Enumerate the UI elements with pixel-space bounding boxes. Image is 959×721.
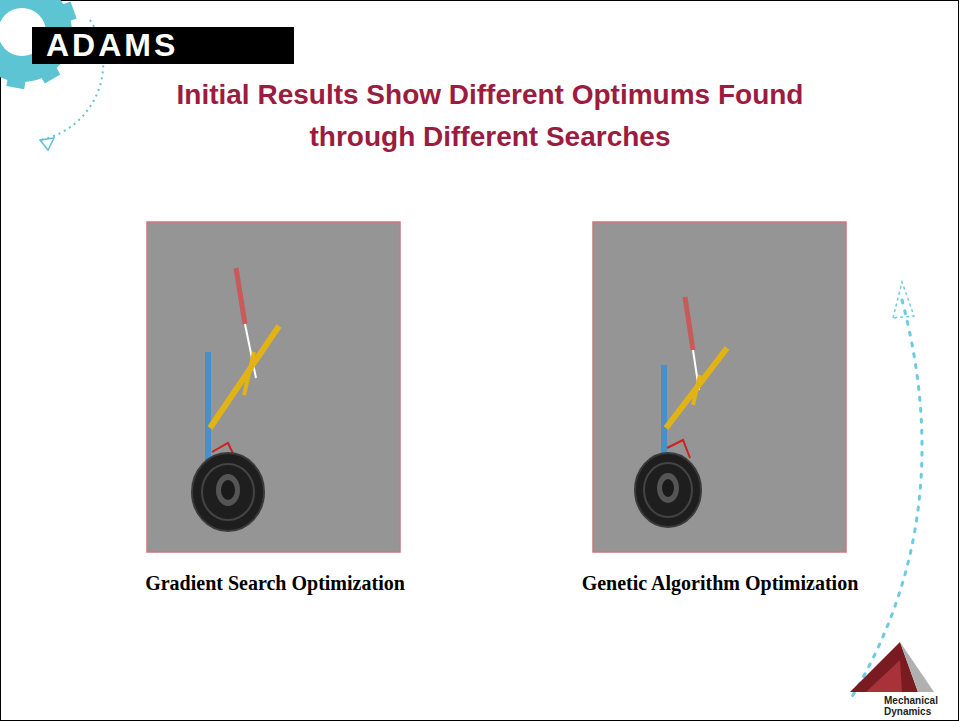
slide-title: Initial Results Show Different Optimums … (160, 74, 820, 158)
dashed-arc (850, 282, 922, 700)
company-logo (850, 642, 934, 692)
panel-caption: Gradient Search Optimization (120, 571, 430, 595)
gradient-panel (147, 222, 400, 552)
logo-text: ADAMS (46, 27, 292, 63)
company-name: Mechanical Dynamics (884, 695, 954, 717)
panel-caption: Genetic Algorithm Optimization (560, 571, 880, 595)
logo-bar (32, 27, 294, 64)
gear-icon (0, 0, 103, 150)
genetic-panel (593, 222, 846, 552)
